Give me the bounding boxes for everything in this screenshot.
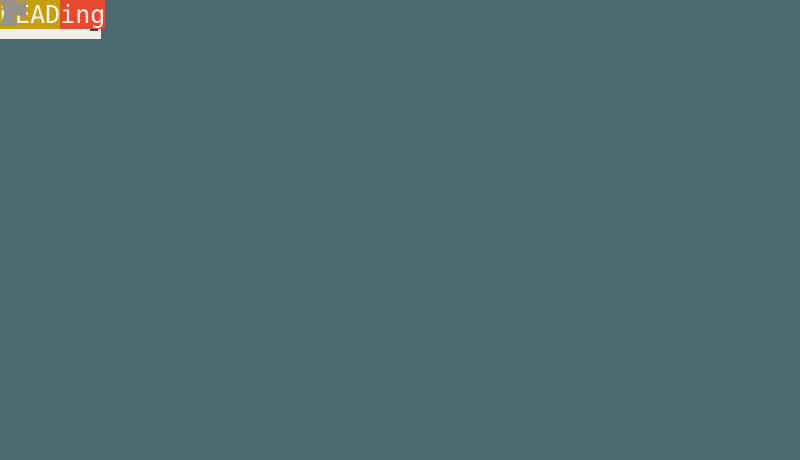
arrowhead-head-to-testing [0, 0, 18, 26]
